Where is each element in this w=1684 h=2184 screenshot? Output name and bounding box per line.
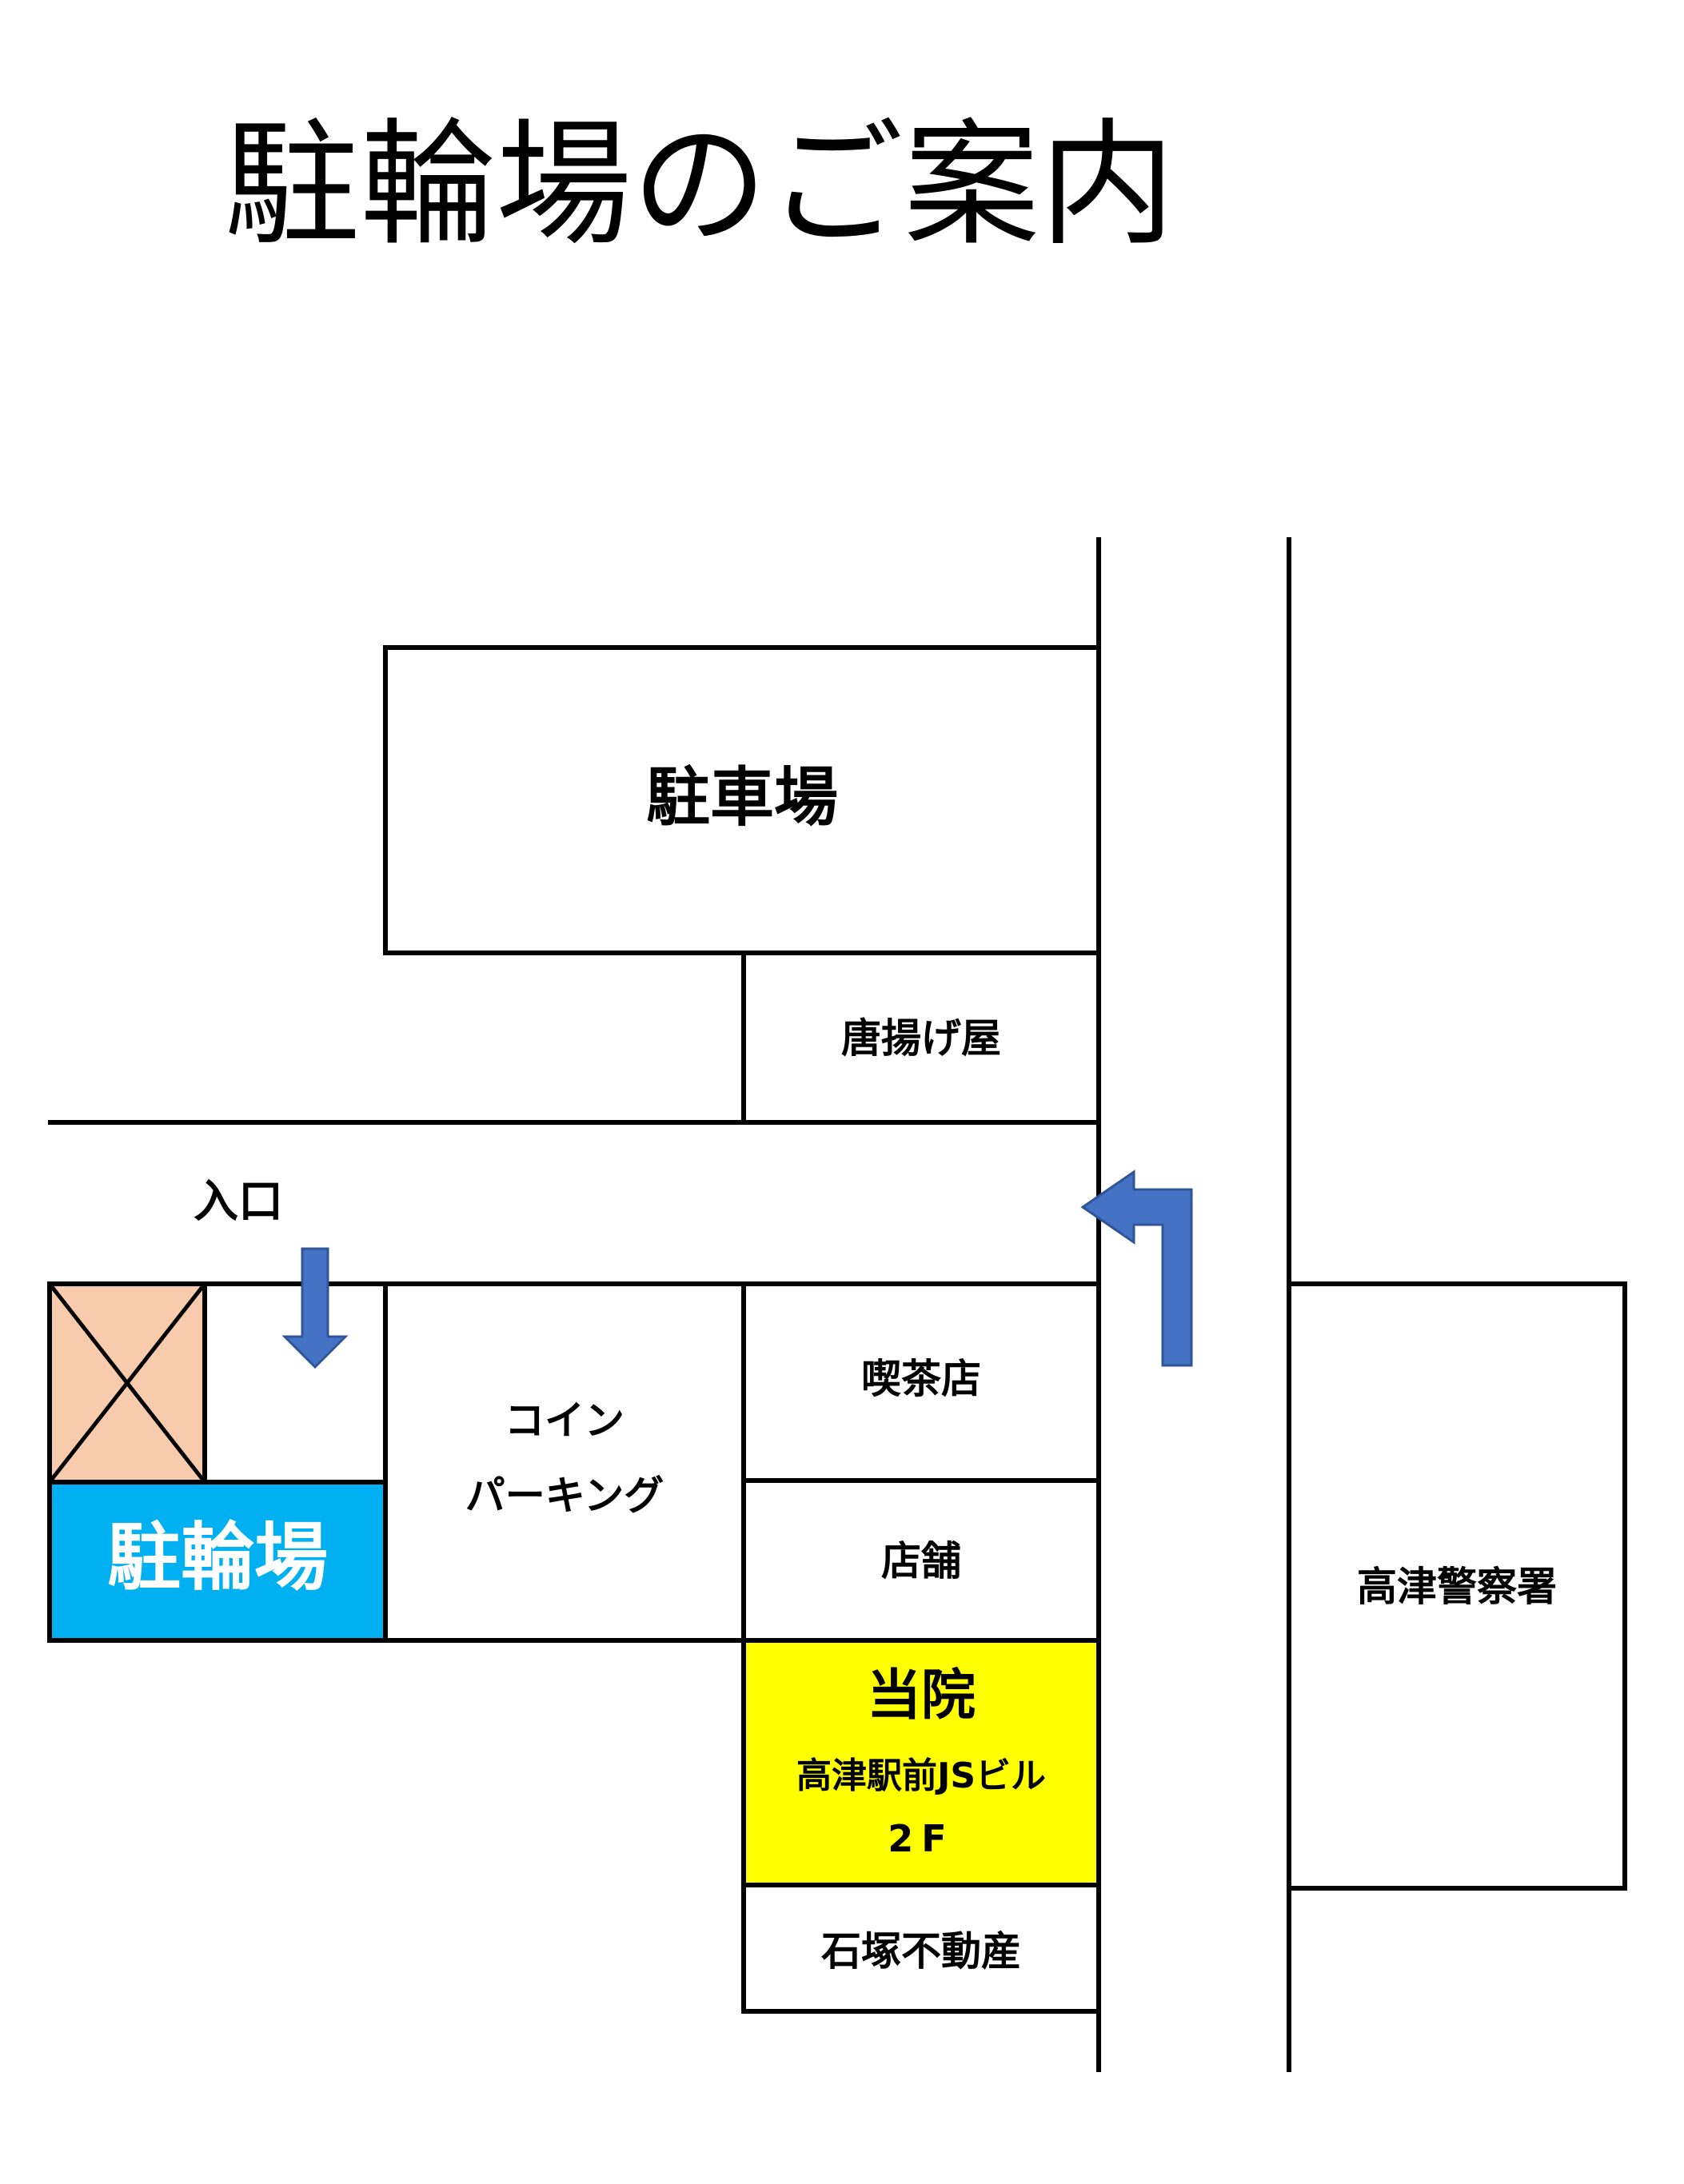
coin-parking-label-line2: パーキング	[465, 1473, 664, 1519]
real-estate-label: 石塚不動産	[821, 1928, 1021, 1975]
page-title: 駐輪場のご案内	[224, 106, 1175, 265]
bicycle-parking-label: 駐輪場	[107, 1515, 328, 1600]
coin-parking-block	[383, 1281, 746, 1643]
real-estate-block	[741, 1883, 1101, 2014]
coin-parking-label-line1: コイン	[505, 1397, 625, 1444]
shop-block	[741, 1478, 1101, 1643]
clinic-block	[741, 1638, 1101, 1887]
arrow-down-icon	[281, 1247, 349, 1369]
x-mark-icon	[48, 1282, 206, 1484]
police-station-block	[1287, 1281, 1627, 1891]
shop-label: 店舗	[881, 1538, 961, 1584]
car-parking-label: 駐車場	[646, 760, 838, 835]
clinic-floor-label: 2F	[888, 1817, 954, 1860]
cafe-block	[741, 1281, 1101, 1483]
clinic-building-label: 高津駅前JSビル	[796, 1756, 1046, 1796]
karaage-shop-block	[741, 951, 1101, 1125]
turn-left-arrow-icon	[1080, 1170, 1193, 1367]
cafe-label: 喫茶店	[861, 1356, 981, 1402]
entrance-label: 入口	[194, 1176, 283, 1228]
bicycle-parking-area	[47, 1480, 388, 1643]
car-parking-block	[383, 645, 1101, 955]
clinic-label: 当院	[867, 1664, 976, 1728]
police-station-label: 高津警察署	[1357, 1564, 1557, 1610]
karaage-shop-label: 唐揚げ屋	[841, 1015, 1001, 1062]
